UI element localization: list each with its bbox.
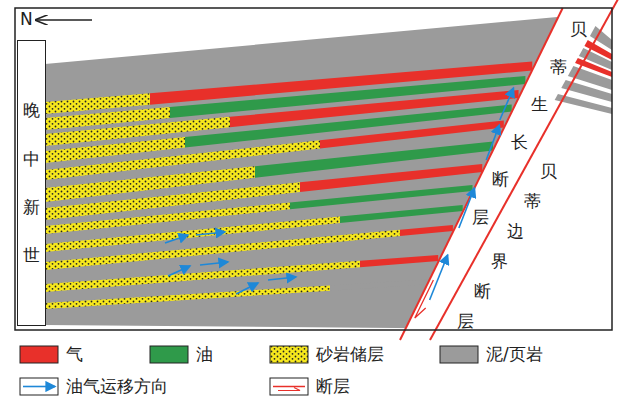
- migration-arrow: [196, 232, 225, 235]
- fluid-column: [330, 280, 426, 291]
- legend-fault-sample: [273, 386, 305, 388]
- migration-arrow: [268, 277, 296, 280]
- legend-text: 泥/页岩: [486, 345, 543, 364]
- faults: [400, 0, 624, 340]
- fluid-column: [340, 205, 463, 223]
- legend-swatch: [150, 346, 188, 363]
- migration-arrows: [165, 88, 513, 300]
- migration-arrow: [430, 255, 448, 300]
- strata: [45, 8, 612, 330]
- legend-text: 砂岩储层: [316, 345, 384, 364]
- fluid-column: [185, 105, 512, 148]
- legend-box: [270, 378, 308, 395]
- fluid-column: [360, 255, 438, 267]
- fluid-column: [400, 225, 453, 236]
- epoch-label: 晚中新世: [23, 86, 40, 280]
- boundary-fault: [595, 0, 624, 40]
- growth-fault: [400, 8, 563, 340]
- legend-box: [20, 378, 58, 395]
- migration-arrow: [236, 283, 258, 294]
- sand-reservoir: [45, 285, 330, 309]
- legend-text: 断层: [316, 377, 350, 396]
- sand-reservoir: [45, 216, 340, 252]
- legend-swatch: [440, 346, 478, 363]
- frame: [15, 8, 612, 330]
- legend-samples: [20, 346, 478, 395]
- legend-sand-sample: [270, 346, 308, 363]
- legend-text: 气: [66, 345, 83, 364]
- migration-arrow: [200, 262, 228, 265]
- legend-arrow-sample: [23, 386, 55, 388]
- north-label: N: [20, 10, 33, 29]
- legend-swatch: [20, 346, 58, 363]
- migration-arrow: [500, 88, 514, 120]
- boundary-fault: [430, 40, 595, 340]
- epoch-box: 晚中新世: [17, 40, 46, 326]
- migration-arrow: [168, 266, 190, 276]
- north-arrow: [36, 19, 92, 20]
- migration-arrow: [165, 235, 188, 243]
- legend-fault-sample: [278, 388, 300, 391]
- fluid-column: [290, 185, 472, 209]
- legend-text: 油: [196, 345, 213, 364]
- legend-text: 油气运移方向: [66, 377, 168, 396]
- migration-arrow: [486, 125, 499, 160]
